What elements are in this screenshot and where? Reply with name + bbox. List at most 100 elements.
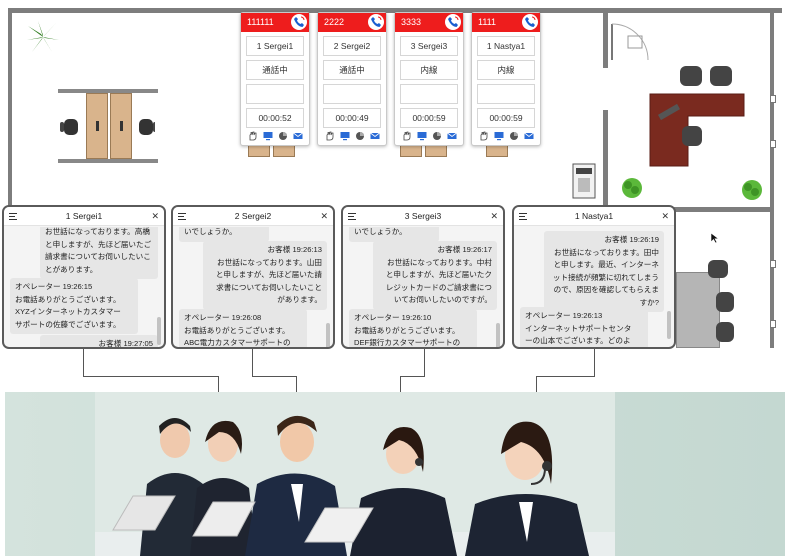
message-sender: お客様 19:26:13 bbox=[267, 245, 322, 254]
message-line: すか? bbox=[639, 297, 659, 307]
wall-inner-2 bbox=[603, 110, 608, 205]
pie-chart-icon[interactable] bbox=[355, 131, 365, 141]
operator-message: オペレーター 19:26:15 お電話ありがとうございます。 XYZインターネットカ… bbox=[10, 278, 138, 334]
message-line: があります。 bbox=[277, 295, 322, 304]
message-line: お世話になっております。高橋 bbox=[45, 227, 150, 236]
message-sender: オペレーター 19:26:15 bbox=[15, 282, 93, 291]
window bbox=[770, 95, 776, 103]
pie-chart-icon[interactable] bbox=[509, 131, 519, 141]
monitor-icon[interactable] bbox=[417, 131, 427, 141]
menu-icon[interactable] bbox=[519, 213, 527, 222]
agent-name: 1 Sergei1 bbox=[246, 36, 304, 56]
menu-icon[interactable] bbox=[9, 213, 17, 222]
mail-icon[interactable] bbox=[523, 131, 534, 141]
agent-extension: 2222 bbox=[324, 17, 345, 27]
message-line: お世話になっております。山田 bbox=[217, 257, 322, 267]
message-line: XYZインターネットカスタマー bbox=[15, 307, 121, 316]
printer-icon bbox=[572, 163, 596, 199]
wall-left bbox=[8, 8, 12, 208]
message-line: いでしょうか。 bbox=[184, 227, 237, 236]
connector bbox=[252, 349, 253, 377]
close-icon[interactable]: ✕ bbox=[151, 211, 159, 221]
chat-title: 3 Sergei3 bbox=[404, 211, 442, 221]
message-sender: オペレーター 19:26:10 bbox=[354, 313, 432, 322]
agent-extension: 1111 bbox=[478, 17, 497, 27]
hand-icon[interactable] bbox=[479, 131, 489, 141]
desk bbox=[248, 145, 270, 157]
agent-blank-row bbox=[477, 84, 535, 104]
agent-card-header: 111111 bbox=[241, 13, 309, 32]
message-line: いてお伺いしたいのですが。 bbox=[393, 295, 492, 304]
connector bbox=[424, 349, 425, 377]
agent-card-header: 2222 bbox=[318, 13, 386, 32]
scrollbar[interactable] bbox=[157, 317, 161, 345]
chat-title: 1 Nastya1 bbox=[574, 211, 614, 221]
monitor-icon[interactable] bbox=[494, 131, 504, 141]
close-icon[interactable]: ✕ bbox=[490, 211, 498, 221]
message-line: ーの山本でございます。どのよ bbox=[525, 336, 631, 345]
phone-icon[interactable] bbox=[291, 14, 307, 30]
phone-icon[interactable] bbox=[368, 14, 384, 30]
phone-icon[interactable] bbox=[445, 14, 461, 30]
pie-chart-icon[interactable] bbox=[432, 131, 442, 141]
mail-icon[interactable] bbox=[369, 131, 380, 141]
chat-window[interactable]: 2 Sergei2✕いでしょうか。お客様 19:26:13 お世話になっております… bbox=[171, 205, 335, 349]
cursor-icon bbox=[710, 232, 720, 244]
desk bbox=[86, 93, 108, 159]
plant-icon bbox=[622, 178, 642, 198]
hand-icon[interactable] bbox=[325, 131, 335, 141]
agent-actions bbox=[318, 129, 386, 142]
pie-chart-icon[interactable] bbox=[278, 131, 288, 141]
close-icon[interactable]: ✕ bbox=[320, 211, 328, 221]
desk bbox=[425, 145, 447, 157]
table bbox=[676, 272, 720, 348]
phone-icon[interactable] bbox=[522, 14, 538, 30]
scrollbar[interactable] bbox=[667, 311, 671, 339]
customer-message: お客様 19:27:05 bbox=[40, 335, 158, 347]
mail-icon[interactable] bbox=[292, 131, 303, 141]
message-line: とがあります。 bbox=[45, 264, 98, 274]
hand-icon[interactable] bbox=[402, 131, 412, 141]
hand-icon[interactable] bbox=[248, 131, 258, 141]
agent-timer: 00:00:49 bbox=[323, 108, 381, 128]
scrollbar[interactable] bbox=[326, 323, 330, 347]
menu-icon[interactable] bbox=[348, 213, 356, 222]
message-line: いでしょうか。 bbox=[354, 227, 407, 236]
desk bbox=[273, 145, 295, 157]
wall-mid bbox=[603, 207, 773, 212]
chat-body: お世話になっております。高橋と申しますが、先ほど届いたご請求書についてお伺いした… bbox=[4, 227, 164, 347]
message-sender: オペレーター 19:26:08 bbox=[184, 313, 262, 322]
message-line: ット接続が頻繁に切れてしまう bbox=[552, 272, 659, 282]
chair-icon bbox=[60, 119, 78, 135]
chat-window[interactable]: 1 Sergei1✕お世話になっております。高橋と申しますが、先ほど届いたご請求… bbox=[2, 205, 166, 349]
close-icon[interactable]: ✕ bbox=[661, 211, 669, 221]
menu-icon[interactable] bbox=[178, 213, 186, 222]
agent-status: 通話中 bbox=[323, 60, 381, 80]
scrollbar[interactable] bbox=[496, 323, 500, 347]
agent-status: 内線 bbox=[400, 60, 458, 80]
monitor-icon[interactable] bbox=[263, 131, 273, 141]
operator-message: いでしょうか。 bbox=[349, 227, 439, 242]
connector bbox=[296, 376, 297, 404]
chat-header: 2 Sergei2✕ bbox=[173, 207, 333, 226]
plant-icon bbox=[742, 180, 762, 200]
monitor-icon[interactable] bbox=[340, 131, 350, 141]
agent-status: 内線 bbox=[477, 60, 535, 80]
message-line: お世話になっております。田中 bbox=[554, 247, 659, 257]
agent-timer: 00:00:59 bbox=[400, 108, 458, 128]
message-line: ABC電力カスタマーサポートの bbox=[184, 338, 291, 347]
mail-icon[interactable] bbox=[446, 131, 457, 141]
message-line: お電話ありがとうございます。 bbox=[15, 294, 121, 304]
